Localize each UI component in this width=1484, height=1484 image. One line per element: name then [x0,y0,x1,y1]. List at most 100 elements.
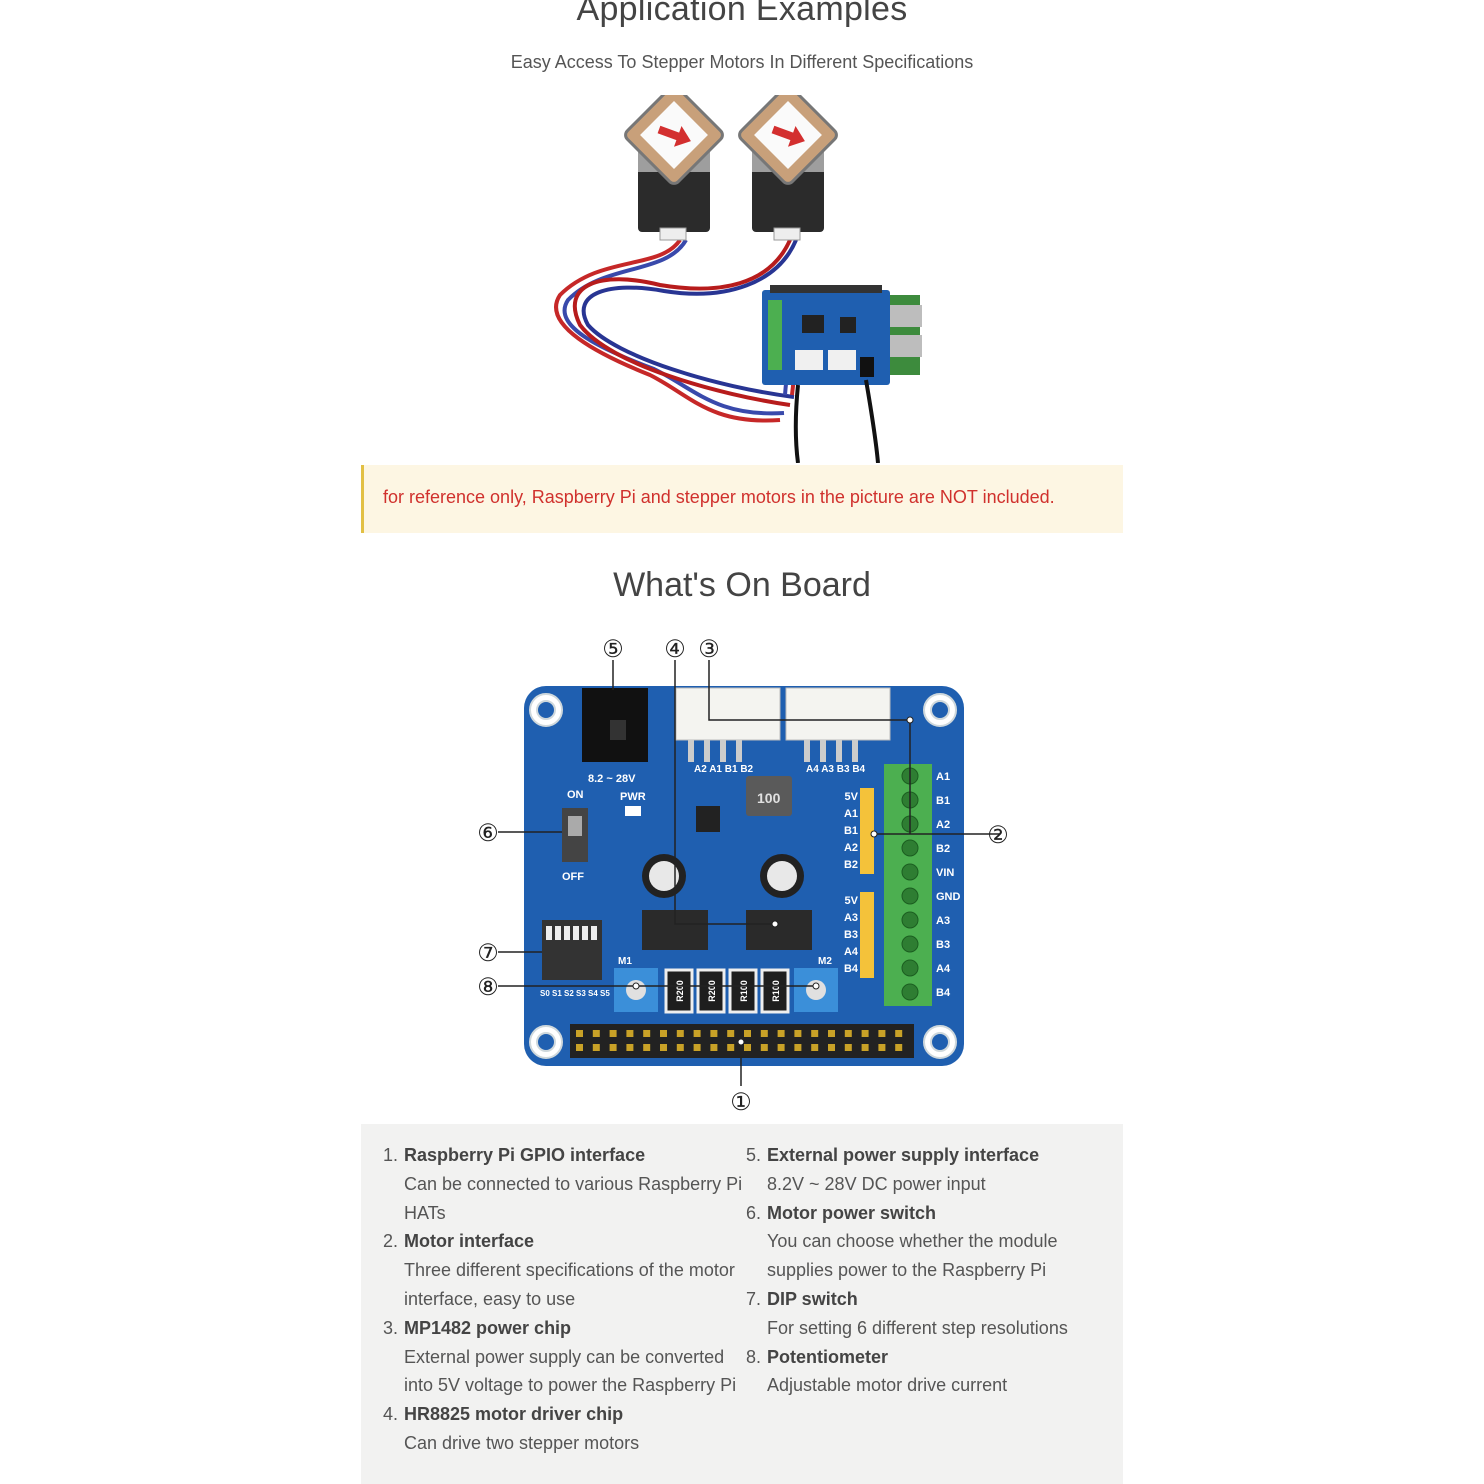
terminal-label: B3 [936,939,950,951]
gpio-pin [777,1044,785,1051]
gpio-pin [828,1044,835,1051]
reference-note-text: for reference only, Raspberry Pi and ste… [383,487,1055,507]
terminal-label: A2 [936,819,950,831]
gpio-pin [794,1044,802,1051]
feature-number: 3. [383,1317,399,1338]
feature-description: Can drive two stepper motors [404,1432,640,1453]
callout-lines [498,660,1000,1086]
application-photo [554,95,922,463]
header-pin-label: A1 [844,808,858,820]
gpio-pin [878,1044,886,1051]
connector-right-labels: A4 A3 B3 B4 [806,764,866,775]
header-pin-label: B1 [844,825,858,837]
resistors [664,968,790,1014]
feature-description: Adjustable motor drive current [767,1375,1008,1396]
feature-number: 8. [746,1346,762,1367]
gpio-pin [693,1044,701,1051]
terminal-screw [901,911,919,929]
callout-3: ③ [698,636,720,663]
gpio-pin [710,1044,718,1051]
feature-title: Raspberry Pi GPIO interface [404,1145,646,1165]
gpio-pin [878,1030,886,1037]
gpio-pin [727,1044,735,1051]
gpio-pin [811,1030,819,1037]
resistor-label: R100 [771,980,781,1002]
terminal-label: B2 [936,843,950,855]
feature-number: 1. [383,1145,399,1165]
feature-description: Three different specifications of the mo… [404,1260,735,1309]
gpio-pin [609,1030,617,1037]
gpio-pin [895,1030,903,1037]
gpio-pin [626,1044,634,1051]
terminal-screw [901,959,919,977]
terminal-label: B1 [936,795,950,807]
feature-title: Motor power switch [767,1202,937,1223]
pwr-label: PWR [620,791,646,803]
feature-number: 5. [746,1145,762,1165]
resistor-label: R100 [739,980,749,1002]
header-pin-label: A2 [844,842,858,854]
terminal-label: A4 [936,963,951,975]
gpio-pins [576,1030,903,1051]
gpio-pin [861,1044,869,1051]
gpio-pin [828,1030,835,1037]
stepper-motor-right [738,95,838,241]
gpio-pin [609,1044,617,1051]
m1-label: M1 [618,956,632,967]
gpio-pin [794,1030,802,1037]
gpio-pin [861,1030,869,1037]
header-pin-label: 5V [845,895,859,907]
terminal-screw [901,887,919,905]
callout-markers: ① ② ③ ④ ⑤ ⑥ ⑦ ⑧ [477,636,1009,1116]
m2-label: M2 [818,956,832,967]
gpio-pin [576,1030,583,1037]
gpio-pin [760,1030,768,1037]
gpio-pin [592,1044,600,1051]
switch-on-label: ON [567,789,584,801]
header-pin-label: B4 [844,963,859,975]
feature-title: External power supply interface [767,1145,1040,1165]
feature-title: DIP switch [767,1288,858,1309]
header-pin-label: B3 [844,929,858,941]
feature-number: 6. [746,1202,762,1223]
gpio-pin [844,1044,852,1051]
inductor-label: 100 [757,790,781,806]
feature-title: HR8825 motor driver chip [404,1404,624,1425]
gpio-pin [676,1030,684,1037]
inductor [746,776,792,816]
gpio-pin [811,1044,819,1051]
pin-header-upper [860,788,874,874]
header-pin-label: A3 [844,912,858,924]
callout-2: ② [987,822,1009,849]
gpio-pin [592,1030,600,1037]
feature-description: Can be connected to various Raspberry Pi… [404,1173,743,1223]
terminal-screw [901,839,919,857]
gpio-pin [727,1030,735,1037]
gpio-pin [676,1044,684,1051]
callout-6: ⑥ [477,820,499,847]
terminal-label: A1 [936,771,950,783]
mounting-holes [529,693,957,1059]
callout-1: ① [730,1089,752,1116]
terminal-label: A3 [936,915,950,927]
feature-number: 2. [383,1231,399,1252]
feature-title: Motor interface [404,1231,535,1252]
callout-8: ⑧ [477,974,499,1001]
header-pin-label: 5V [845,791,859,803]
gpio-pin [693,1030,701,1037]
gpio-pin [626,1030,634,1037]
connector-left-labels: A2 A1 B1 B2 [694,764,754,775]
callout-7: ⑦ [477,940,499,967]
switch-off-label: OFF [562,871,584,883]
gpio-pin [660,1044,667,1051]
